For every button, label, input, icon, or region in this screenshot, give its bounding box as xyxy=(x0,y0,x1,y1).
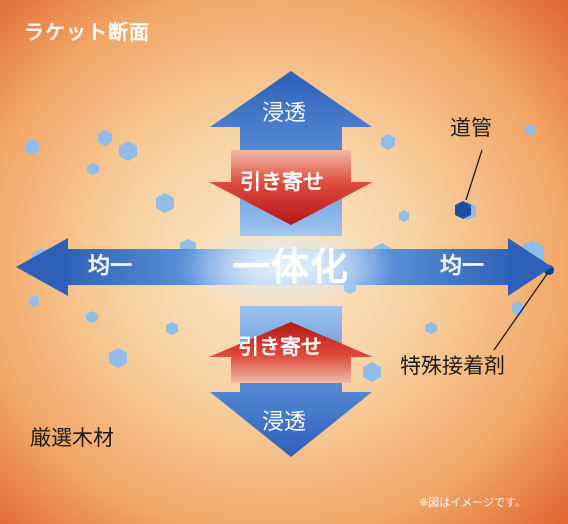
uniform-label-right: 均一 xyxy=(440,254,485,279)
duct-label: 道管 xyxy=(450,116,492,140)
duct-marker xyxy=(455,201,471,219)
uniform-label-left: 均一 xyxy=(88,254,133,279)
adhesive-leader-line xyxy=(493,273,548,351)
penetration-label-top: 浸透 xyxy=(262,101,307,126)
diagram-title: ラケット断面 xyxy=(24,20,150,44)
adhesive-label: 特殊接着剤 xyxy=(400,354,505,378)
pull-label-top: 引き寄せ xyxy=(240,170,324,194)
duct-leader-line xyxy=(465,149,483,201)
wood-label: 厳選木材 xyxy=(30,426,114,450)
penetration-label-bottom: 浸透 xyxy=(262,410,307,435)
pull-arrow-up xyxy=(209,322,373,383)
pull-label-bottom: 引き寄せ xyxy=(238,335,322,359)
image-note: ※図はイメージです。 xyxy=(419,496,526,509)
pull-arrow-down xyxy=(209,150,373,225)
center-glow xyxy=(176,225,396,309)
integration-label: 一体化 xyxy=(232,245,350,289)
